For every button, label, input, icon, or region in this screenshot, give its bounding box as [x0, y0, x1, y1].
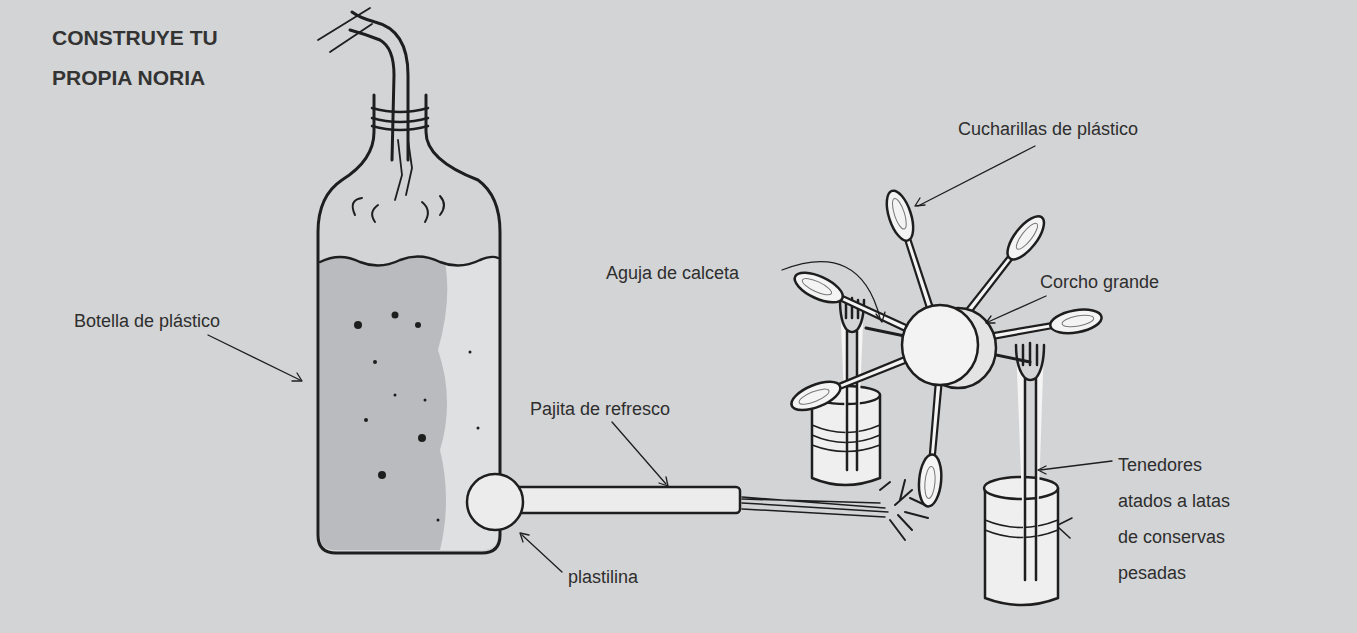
water-jet	[742, 497, 888, 517]
page-title: CONSTRUYE TU PROPIA NORIA	[52, 18, 252, 98]
drops	[353, 196, 444, 222]
cork	[902, 305, 978, 385]
part-label: plastilina	[568, 566, 638, 588]
part-label: Botella de plástico	[74, 310, 220, 332]
spoons	[788, 188, 1104, 508]
part-label: Tenedores atados a latas de conservas pe…	[1118, 447, 1248, 591]
part-label: Corcho grande	[1040, 271, 1159, 293]
right-can	[985, 488, 1058, 605]
part-label: Pajita de refresco	[530, 398, 670, 420]
plasticine	[467, 474, 523, 530]
leader-lines	[208, 146, 1112, 572]
air-tube	[350, 12, 408, 160]
right-can-string	[985, 518, 1072, 538]
right-can-top	[984, 477, 1058, 499]
part-label: Cucharillas de plástico	[958, 118, 1138, 140]
water-surface	[320, 256, 498, 265]
tube-lines	[318, 8, 412, 200]
part-label: Aguja de calceta	[606, 262, 739, 284]
bubbles	[354, 312, 480, 522]
bottle-ring	[372, 108, 428, 130]
straw	[508, 487, 740, 513]
right-fork	[1016, 343, 1044, 580]
